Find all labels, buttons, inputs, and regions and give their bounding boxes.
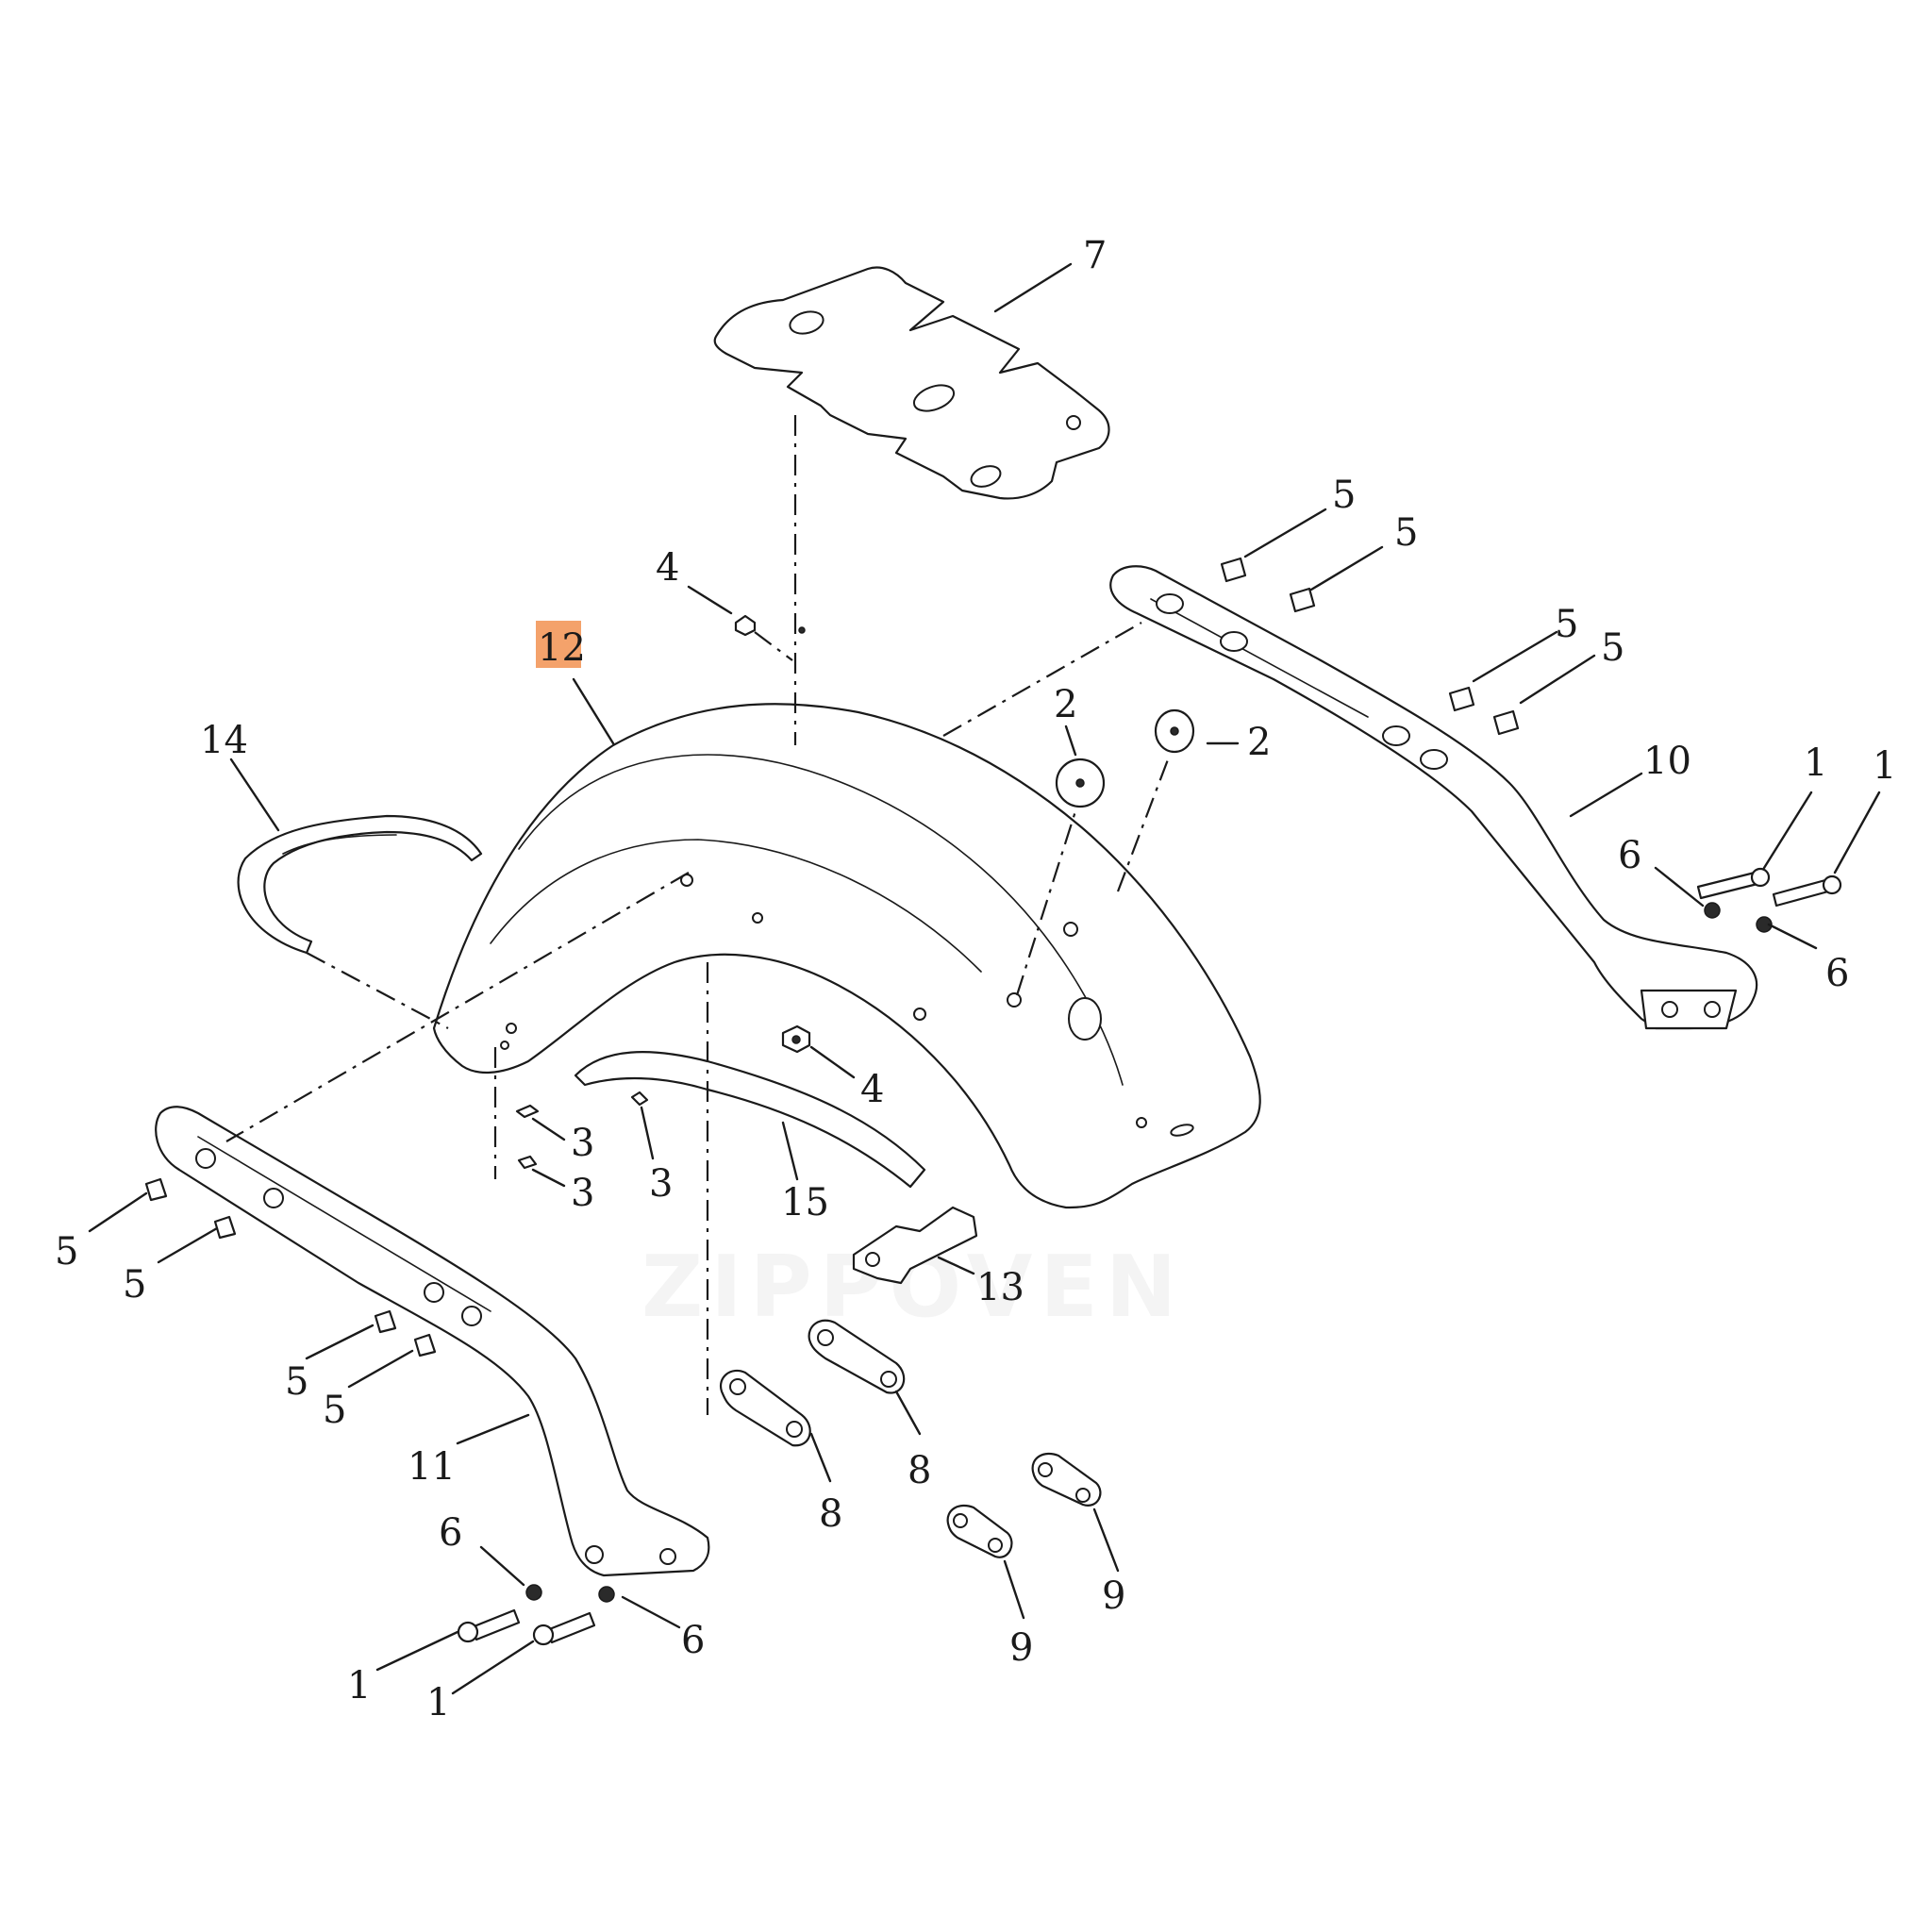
part-13-bracket xyxy=(852,1206,978,1285)
part-2-plug-a xyxy=(1055,758,1106,808)
callout-13: 13 xyxy=(976,1266,1024,1309)
callout-12: 12 xyxy=(538,626,586,670)
callout-1-d: 1 xyxy=(426,1681,450,1724)
part-5-screws-left xyxy=(144,1177,437,1357)
callout-labels: 7 4 12 5 5 5 5 2 2 10 1 1 6 6 14 4 3 3 3… xyxy=(55,234,1896,1724)
callout-5-e: 5 xyxy=(55,1230,78,1274)
callout-5-b: 5 xyxy=(1394,511,1418,555)
part-9-bracket-a xyxy=(946,1504,1013,1558)
callout-14: 14 xyxy=(200,719,248,762)
part-7-plate xyxy=(713,266,1110,500)
callout-5-g: 5 xyxy=(285,1360,308,1404)
part-8-link-b xyxy=(808,1319,906,1394)
callout-6-c: 6 xyxy=(439,1511,462,1555)
part-14-fender-trim xyxy=(237,814,483,955)
callout-12-highlight xyxy=(536,621,581,668)
part-11-left-strut xyxy=(155,1106,710,1577)
callout-6-a: 6 xyxy=(1618,834,1641,877)
part-3-fasteners xyxy=(515,1091,649,1170)
callout-9-a: 9 xyxy=(1009,1626,1033,1670)
callout-1-a: 1 xyxy=(1804,741,1827,785)
callout-8-b: 8 xyxy=(908,1449,931,1492)
part-9-bracket-b xyxy=(1031,1452,1102,1507)
callout-7: 7 xyxy=(1083,234,1107,277)
callout-5-a: 5 xyxy=(1332,474,1356,517)
callout-6-d: 6 xyxy=(681,1619,705,1662)
part-12-rear-fender xyxy=(432,626,1261,1209)
callout-8-a: 8 xyxy=(819,1492,842,1536)
part-5-screws-right xyxy=(1220,557,1520,736)
callout-5-d: 5 xyxy=(1601,626,1624,670)
callout-1-c: 1 xyxy=(347,1664,371,1707)
part-4-nut-top xyxy=(734,614,757,637)
part-4-nut-lower xyxy=(781,1024,811,1054)
callout-11: 11 xyxy=(408,1445,456,1489)
callout-3-c: 3 xyxy=(649,1162,673,1206)
callout-3-b: 3 xyxy=(571,1172,594,1215)
callout-5-h: 5 xyxy=(323,1389,346,1432)
part-6-washers xyxy=(525,902,1773,1603)
assembly-lines xyxy=(225,415,1172,1415)
part-8-link-a xyxy=(719,1369,811,1447)
callout-2-a: 2 xyxy=(1054,683,1077,726)
part-15-inner-strip xyxy=(574,1051,926,1189)
callout-1-b: 1 xyxy=(1873,744,1896,788)
callout-15: 15 xyxy=(781,1181,829,1224)
callout-6-b: 6 xyxy=(1825,952,1849,995)
callout-10: 10 xyxy=(1643,740,1691,783)
callout-9-b: 9 xyxy=(1102,1574,1125,1618)
callout-5-f: 5 xyxy=(123,1263,146,1307)
part-1-bolts xyxy=(457,867,1842,1646)
leader-lines xyxy=(88,262,1881,1695)
callout-4-top: 4 xyxy=(656,546,679,590)
part-2-plug-b xyxy=(1154,708,1195,754)
callout-5-c: 5 xyxy=(1555,603,1578,646)
part-10-right-strut xyxy=(1109,565,1758,1030)
callout-2-b: 2 xyxy=(1247,721,1271,764)
callout-4-lower: 4 xyxy=(860,1068,884,1111)
callout-3-a: 3 xyxy=(571,1122,594,1165)
